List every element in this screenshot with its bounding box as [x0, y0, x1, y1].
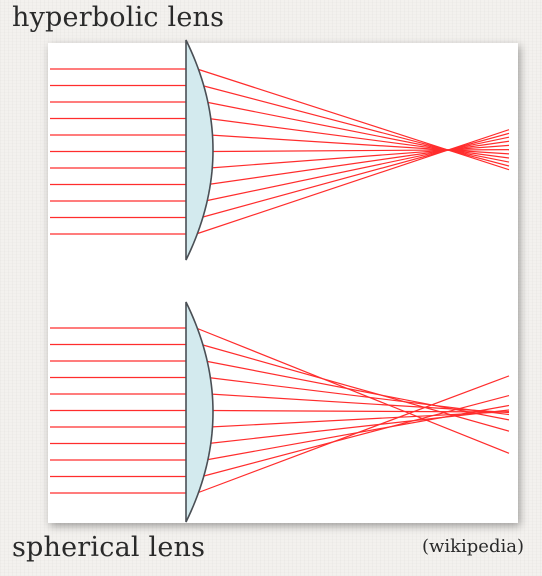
- refracted-ray-11: [196, 375, 510, 494]
- spherical-lens-lens-body: [185, 301, 214, 523]
- refracted-ray-2: [201, 84, 510, 167]
- refracted-ray-1: [195, 327, 510, 454]
- refracted-ray-4: [208, 117, 510, 159]
- refracted-ray-1: [196, 68, 510, 171]
- refracted-ray-9: [204, 136, 510, 202]
- refracted-ray-8: [207, 140, 510, 186]
- refracted-ray-3: [205, 101, 510, 163]
- refracted-ray-3: [204, 360, 510, 421]
- refracted-ray-8: [208, 409, 510, 445]
- refracted-ray-5: [209, 393, 510, 414]
- refracted-ray-6: [210, 149, 510, 153]
- refracted-ray-4: [207, 376, 510, 416]
- refracted-ray-2: [200, 343, 510, 432]
- spherical-lens-diagram: [50, 301, 510, 523]
- refracted-ray-7: [209, 144, 510, 169]
- refracted-ray-5: [209, 134, 510, 155]
- source-credit: (wikipedia): [421, 536, 524, 557]
- refracted-ray-10: [201, 394, 510, 478]
- refracted-ray-10: [200, 132, 510, 219]
- hyperbolic-lens-label: hyperbolic lens: [12, 2, 225, 33]
- spherical-lens-label: spherical lens: [12, 532, 206, 563]
- hyperbolic-lens-diagram: [50, 39, 510, 261]
- refracted-ray-6: [210, 409, 510, 413]
- hyperbolic-lens-lens-body: [185, 39, 214, 261]
- refracted-ray-11: [195, 129, 510, 235]
